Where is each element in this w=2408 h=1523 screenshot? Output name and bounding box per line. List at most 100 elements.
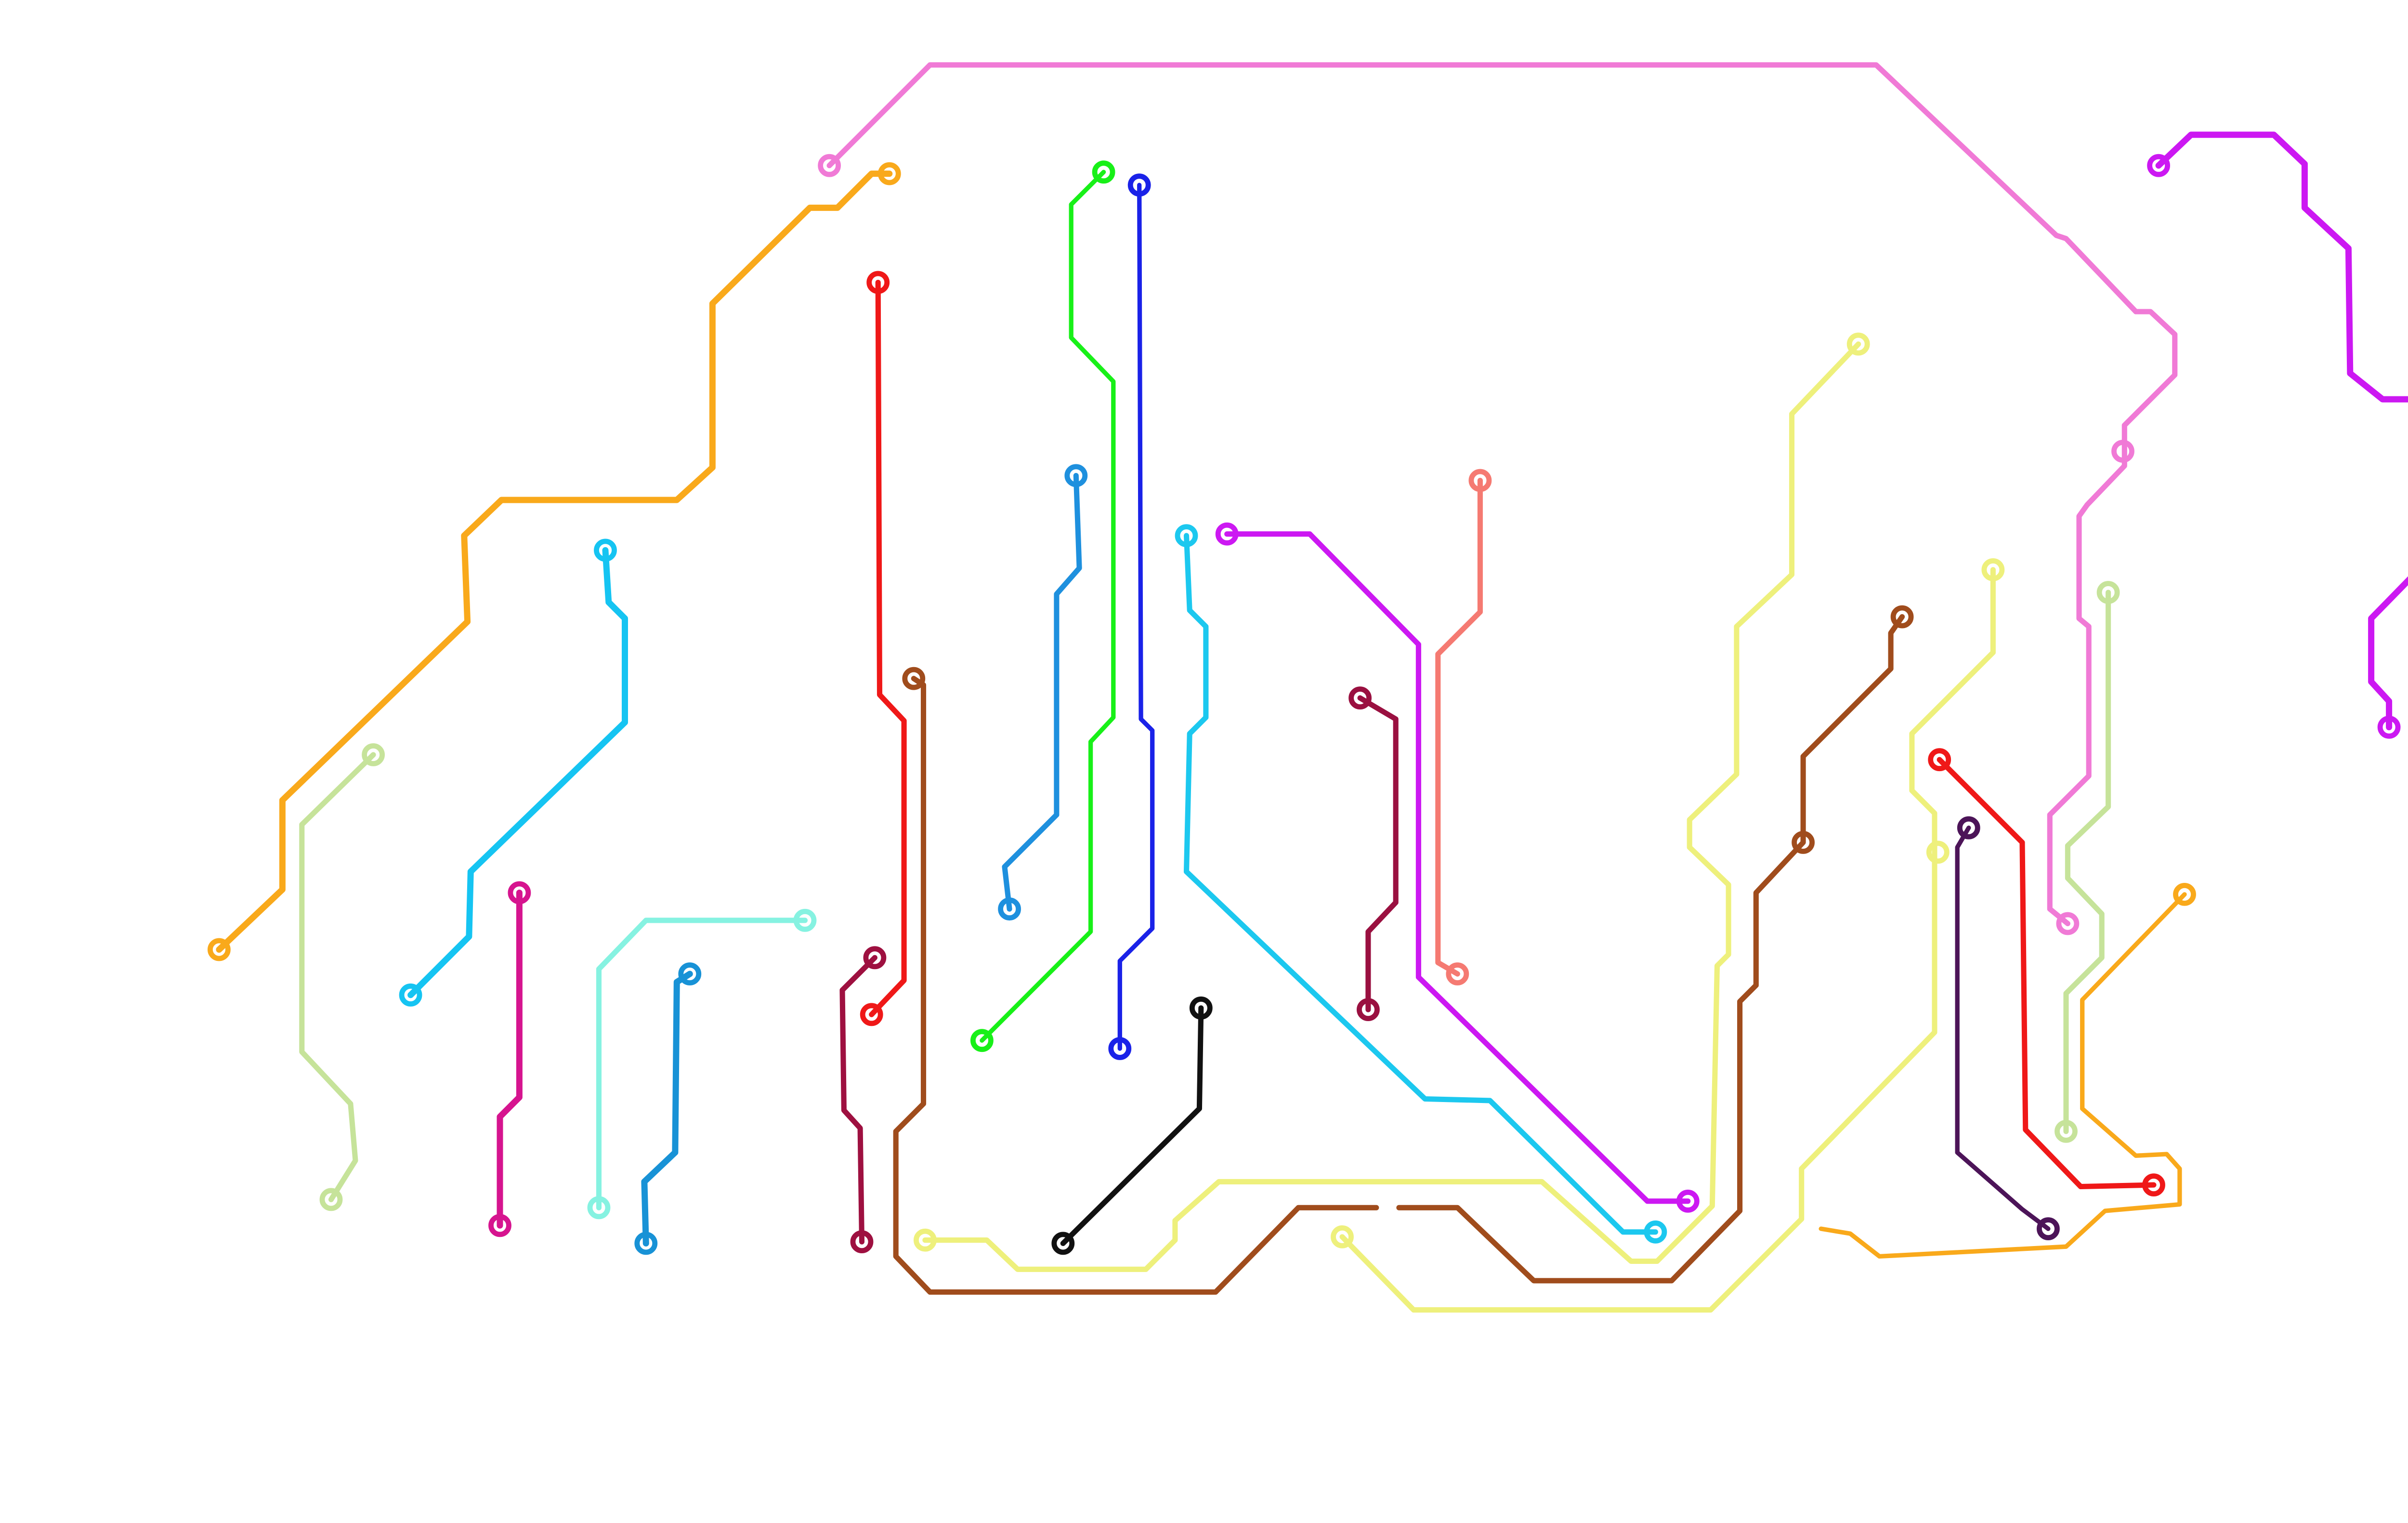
aquamarine-wire-terminal-2 xyxy=(587,1196,611,1220)
sky-blue-wire-left-terminal-2 xyxy=(399,983,422,1007)
pink-wire-terminal-1 xyxy=(818,154,841,177)
cerulean-wire-center-terminal-2 xyxy=(998,897,1021,921)
light-green-wire-terminal-2 xyxy=(319,1188,343,1211)
sky-blue-wire-center-path xyxy=(1183,533,1658,1235)
cerulean-wire-left-terminal-2 xyxy=(634,1232,658,1255)
aquamarine-wire-terminal-1 xyxy=(793,908,817,932)
brown-wire-right-terminal-2 xyxy=(1792,831,1815,854)
red-wire-center-terminal-1 xyxy=(866,271,890,294)
brown-wire-left xyxy=(893,667,1379,1295)
violet-wire-right-terminal-2 xyxy=(2377,715,2401,739)
maroon-wire-center-path xyxy=(1357,695,1399,1012)
sky-blue-wire-center xyxy=(1175,524,1667,1244)
blue-wire xyxy=(1108,173,1155,1060)
salmon-wire xyxy=(1435,469,1492,985)
light-green-wire-right-path xyxy=(2063,590,2111,1134)
light-green-wire-right-terminal-2 xyxy=(2055,1119,2078,1143)
light-green-wire-path xyxy=(299,752,376,1202)
maroon-wire-left xyxy=(839,946,887,1254)
red-wire-center xyxy=(860,271,907,1026)
green-wire-path xyxy=(980,170,1116,1043)
red-wire-right-terminal-2 xyxy=(2142,1173,2165,1197)
cerulean-wire-center-terminal-1 xyxy=(1064,464,1088,487)
dark-purple-wire-terminal-2 xyxy=(2036,1217,2060,1241)
black-wire-terminal-2 xyxy=(1051,1232,1075,1255)
black-wire-path xyxy=(1060,1005,1204,1246)
red-wire-right-path xyxy=(1937,757,2157,1190)
sky-blue-wire-left-path xyxy=(407,547,628,998)
brown-wire-right xyxy=(1396,605,1914,1284)
violet-wire-right xyxy=(2147,131,2408,739)
dark-purple-wire xyxy=(1955,816,2060,1241)
magenta-wire-terminal-1 xyxy=(508,881,531,905)
salmon-wire-terminal-2 xyxy=(1446,962,1469,985)
dark-purple-wire-terminal-1 xyxy=(1957,816,1980,840)
brown-wire-left-terminal-1 xyxy=(902,667,926,690)
orange-wire-path xyxy=(216,171,893,953)
brown-wire-right-terminal-1 xyxy=(1890,605,1914,629)
violet-wire-terminal-1 xyxy=(1215,522,1239,546)
light-green-wire-terminal-1 xyxy=(362,743,385,766)
green-wire-terminal-1 xyxy=(1092,160,1115,184)
green-wire xyxy=(970,160,1116,1052)
magenta-wire-path xyxy=(497,890,523,1229)
light-green-wire-right xyxy=(2055,581,2120,1143)
orange-wire-terminal-1 xyxy=(877,162,901,185)
blue-wire-terminal-2 xyxy=(1108,1037,1132,1060)
maroon-wire-center xyxy=(1348,686,1399,1022)
black-wire-terminal-1 xyxy=(1189,996,1213,1020)
brown-wire-right-path xyxy=(1396,614,1905,1284)
cerulean-wire-left-terminal-1 xyxy=(678,962,702,985)
cerulean-wire-center xyxy=(998,464,1088,921)
orange-wire-terminal-2 xyxy=(207,938,231,961)
yellow-wire-bottom-terminal-1 xyxy=(914,1228,937,1252)
violet-wire-right-path xyxy=(2155,131,2408,731)
maroon-wire-left-path xyxy=(839,955,877,1245)
yellow-wire-right xyxy=(1331,558,2005,1313)
maroon-wire-center-terminal-2 xyxy=(1356,998,1380,1022)
red-wire-center-terminal-2 xyxy=(860,1003,883,1026)
red-wire-right xyxy=(1928,748,2165,1197)
sky-blue-wire-left-terminal-1 xyxy=(594,538,617,562)
pink-wire-terminal-3 xyxy=(2111,440,2134,463)
salmon-wire-path xyxy=(1435,477,1483,977)
orange-wire xyxy=(207,162,901,961)
maroon-wire-center-terminal-1 xyxy=(1348,686,1372,709)
violet-wire-path xyxy=(1224,531,1691,1204)
maroon-wire-left-terminal-1 xyxy=(863,946,887,970)
maroon-wire-left-terminal-2 xyxy=(850,1230,874,1254)
cerulean-wire-left-path xyxy=(641,971,693,1247)
black-wire xyxy=(1051,996,1213,1255)
cerulean-wire-center-path xyxy=(1002,473,1082,912)
sky-blue-wire-center-terminal-2 xyxy=(1644,1220,1667,1244)
yellow-wire-right-terminal-2 xyxy=(1331,1225,1354,1248)
violet-wire xyxy=(1215,522,1700,1213)
light-green-wire-right-terminal-1 xyxy=(2096,581,2120,604)
sky-blue-wire-left xyxy=(399,538,628,1007)
pink-wire-path xyxy=(826,62,2178,927)
blue-wire-terminal-1 xyxy=(1127,173,1151,197)
yellow-wire-right-terminal-1 xyxy=(1981,558,2005,581)
sky-blue-wire-center-terminal-1 xyxy=(1175,524,1198,547)
yellow-wire-bottom-path xyxy=(922,341,1861,1272)
pink-wire xyxy=(818,62,2178,935)
red-wire-right-terminal-1 xyxy=(1928,748,1951,772)
brown-wire-left-path xyxy=(893,676,1379,1295)
salmon-wire-terminal-1 xyxy=(1468,469,1492,492)
orange-wire-right-path xyxy=(1819,892,2187,1259)
cerulean-wire-left xyxy=(634,962,702,1255)
aquamarine-wire-path xyxy=(596,918,808,1210)
light-green-wire xyxy=(299,743,385,1211)
magenta-wire-terminal-2 xyxy=(488,1214,511,1237)
magenta-wire xyxy=(488,881,531,1237)
orange-wire-right-terminal-1 xyxy=(2173,883,2196,906)
red-wire-center-path xyxy=(869,279,907,1017)
violet-wire-right-terminal-1 xyxy=(2147,154,2171,177)
pink-wire-terminal-2 xyxy=(2056,912,2080,935)
yellow-wire-bottom xyxy=(914,332,1870,1272)
yellow-wire-right-path xyxy=(1339,567,1996,1313)
blue-wire-path xyxy=(1117,183,1155,1051)
yellow-wire-right-terminal-3 xyxy=(1926,840,1950,864)
orange-wire-right xyxy=(1819,883,2196,1259)
